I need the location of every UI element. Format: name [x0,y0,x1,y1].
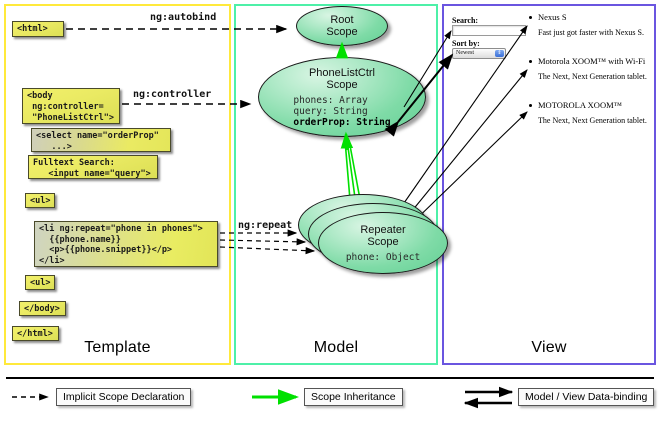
template-box-html-close-tag: </html> [12,326,59,341]
template-box-li-repeat: <li ng:repeat="phone in phones"> {{phone… [34,221,218,267]
bullet-icon [529,60,532,63]
phone-name: Motorola XOOM™ with Wi-Fi [538,56,646,66]
view-search-label: Search: [452,16,479,25]
legend-implicit-scope-declaration: Implicit Scope Declaration [56,388,192,406]
phone-name: MOTOROLA XOOM™ [538,100,622,110]
template-box-fulltext-search: Fulltext Search: <input name="query"> [28,155,158,179]
template-box-body-close-tag: </body> [19,301,66,316]
view-column-title: View [531,339,567,356]
bullet-icon [529,104,532,107]
repeater-scope-props: phone: Object [345,251,421,263]
connector-label-repeat: ng:repeat [238,220,293,231]
view-phone-item-1: Nexus S Fast just got faster with Nexus … [529,12,644,37]
chevron-updown-icon: ⇕ [495,50,504,57]
template-box-html-open-tag: <html> [12,21,64,37]
connector-label-controller: ng:controller [133,89,212,100]
template-box-body-tag: <body ng:controller= "PhoneListCtrl"> [22,88,120,124]
template-box-ul-open-tag: <ul> [25,193,55,208]
bullet-icon [529,16,532,19]
phone-name: Nexus S [538,12,567,22]
model-column-title: Model [313,339,359,356]
template-box-select-tag: <select name="orderProp" ...> [31,128,171,152]
phone-snippet: The Next, Next Generation tablet. [538,116,647,125]
view-phone-item-3: MOTOROLA XOOM™ The Next, Next Generation… [529,100,647,125]
prop-orderprop: orderProp: String [293,116,391,128]
phone-snippet: Fast just got faster with Nexus S. [538,28,644,37]
legend-divider [6,377,654,379]
search-input[interactable] [452,25,526,36]
template-box-ul-close-tag: <ul> [25,275,55,290]
legend-scope-inheritance: Scope Inheritance [304,388,403,406]
view-phone-item-2: Motorola XOOM™ with Wi-Fi The Next, Next… [529,56,647,81]
view-sort-label: Sort by: [452,39,480,48]
phone-snippet: The Next, Next Generation tablet. [538,72,647,81]
template-column-title: Template [84,339,151,356]
sort-select[interactable]: Newest ⇕ [452,48,506,59]
prop-query: query: String [293,105,368,117]
sort-select-value: Newest [456,50,474,56]
connector-label-autobind: ng:autobind [150,12,217,23]
prop-phones: phones: Array [293,94,368,106]
legend-model-view-data-binding: Model / View Data-binding [518,388,655,406]
